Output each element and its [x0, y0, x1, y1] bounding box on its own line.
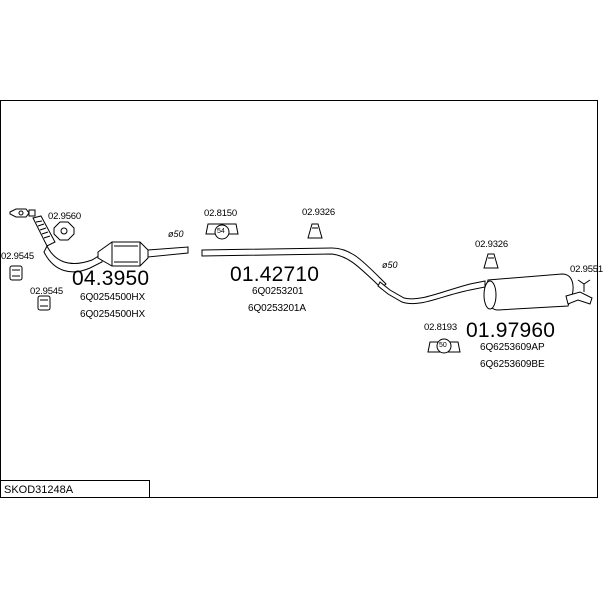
oem-code: 6Q6253609AP [480, 342, 545, 353]
part-number-clamp-rear: 02.9551 [570, 264, 603, 275]
part-number-mount-left-bottom: 02.9545 [30, 286, 63, 297]
ring-mount-icon [205, 223, 239, 240]
diameter-cat-outlet: ø50 [168, 229, 184, 239]
catalytic-converter-icon [97, 241, 189, 267]
part-number-ring-mount-middle: 02.8150 [204, 208, 237, 219]
rubber-mount-icon [9, 265, 23, 281]
badge-ring-mount-rear: 50 [439, 342, 447, 349]
diagram-frame [0, 100, 598, 498]
part-number-hanger-rear: 02.9326 [475, 239, 508, 250]
part-number-gasket-front: 02.9560 [48, 211, 81, 222]
clamp-icon [577, 279, 591, 292]
part-number-middle-pipe: 01.42710 [230, 263, 320, 286]
rear-silencer-icon [483, 273, 593, 311]
oem-code: 6Q0254500HX [80, 309, 146, 320]
oem-code: 6Q0254500HX [80, 292, 146, 303]
hanger-icon [307, 223, 323, 239]
oem-code: 6Q0253201A [248, 303, 306, 314]
diagram-code-box: SKOD31248A [0, 480, 150, 498]
oem-code: 6Q6253609BE [480, 359, 545, 370]
diameter-middle-pipe: ø50 [382, 260, 398, 270]
part-number-ring-mount-rear: 02.8193 [424, 322, 457, 333]
hanger-icon [483, 253, 499, 269]
badge-ring-mount-middle: 54 [217, 228, 225, 235]
part-number-rear-silencer: 01.97960 [466, 319, 556, 342]
part-number-catalytic-converter: 04.3950 [72, 267, 150, 290]
oem-code: 6Q0253201 [252, 286, 304, 297]
gasket-icon [53, 221, 75, 241]
flex-downpipe-icon [32, 215, 103, 273]
part-number-hanger-middle: 02.9326 [302, 207, 335, 218]
front-flange-icon [9, 208, 36, 218]
diagram-code: SKOD31248A [4, 484, 74, 496]
part-number-mount-left-top: 02.9545 [1, 251, 34, 262]
ring-mount-icon [427, 338, 461, 354]
rubber-mount-icon [37, 295, 51, 311]
